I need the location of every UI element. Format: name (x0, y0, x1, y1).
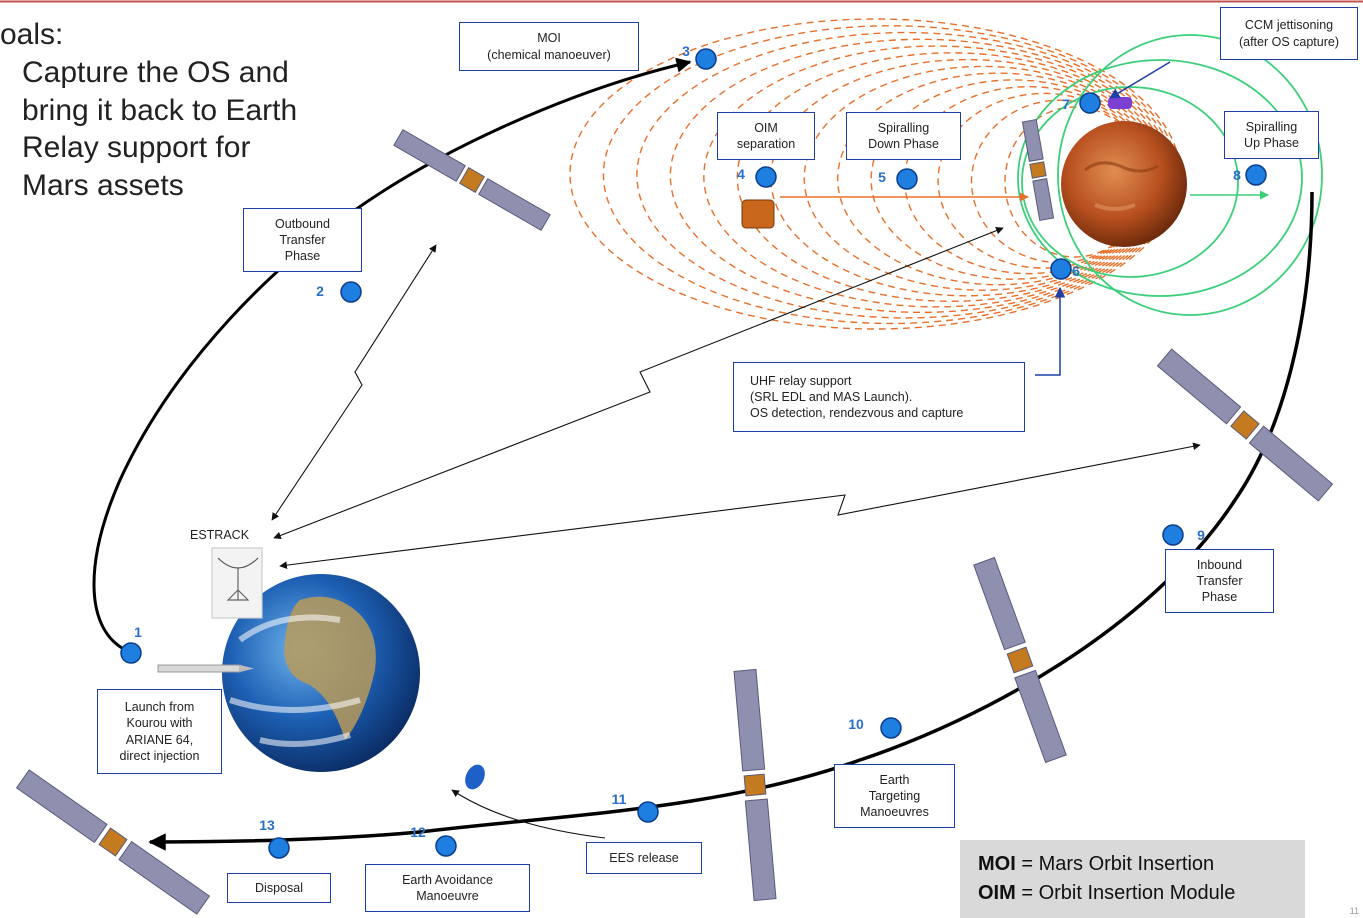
legend-box: MOI = Mars Orbit Insertion OIM = Orbit I… (960, 840, 1305, 918)
step-node-3 (695, 48, 717, 70)
step-node-4 (755, 166, 777, 188)
step-node-5 (896, 168, 918, 190)
step-node-12 (435, 835, 457, 857)
ees-release-box: EES release (586, 842, 702, 874)
goals-line: Mars assets (22, 169, 184, 203)
page-number: 11 (1349, 906, 1359, 916)
step-number-5: 5 (878, 169, 886, 185)
ccm-module-icon (1108, 97, 1132, 109)
step-number-11: 11 (612, 791, 627, 807)
step-node-1 (120, 642, 142, 664)
launch-box: Launch from Kourou with ARIANE 64, direc… (97, 689, 222, 774)
step-number-3: 3 (682, 43, 690, 59)
goals-line: bring it back to Earth (22, 93, 298, 127)
goals-block: oals: Capture the OS and bring it back t… (0, 16, 297, 205)
step-number-2: 2 (316, 283, 324, 299)
trajectory (92, 57, 1314, 851)
uhf-relay-box: UHF relay support (SRL EDL and MAS Launc… (733, 362, 1025, 432)
estrack-antenna-icon (211, 547, 263, 619)
ees-capsule-icon (465, 764, 485, 790)
step-number-7: 7 (1062, 96, 1070, 112)
spiral-up-orbits (1017, 34, 1323, 316)
outbound-transfer-box: Outbound Transfer Phase (243, 208, 362, 272)
step-number-8: 8 (1233, 167, 1241, 183)
launcher-icon (157, 664, 254, 673)
ccm-jettison-box: CCM jettisoning (after OS capture) (1220, 7, 1358, 60)
step-node-2 (340, 281, 362, 303)
goals-line: Capture the OS and (22, 55, 289, 89)
oim-module-icon (741, 199, 775, 229)
spacecraft-icons (15, 118, 1334, 915)
ees-release-arrow (451, 789, 606, 839)
oim-separation-box: OIM separation (717, 112, 815, 160)
goals-title: oals: (0, 18, 64, 51)
step-node-10 (880, 717, 902, 739)
step-number-4: 4 (737, 166, 745, 182)
moi-label-box: MOI (chemical manoeuver) (459, 22, 639, 71)
step-node-13 (268, 837, 290, 859)
step-number-10: 10 (848, 716, 864, 732)
step-number-13: 13 (259, 817, 275, 833)
spiralling-up-box: Spiralling Up Phase (1224, 111, 1319, 159)
step-node-11 (637, 801, 659, 823)
uhf-pointer-arrow (1035, 286, 1066, 376)
spiralling-down-box: Spiralling Down Phase (846, 112, 961, 160)
step-number-9: 9 (1197, 527, 1205, 543)
step-number-1: 1 (134, 624, 142, 640)
earth-planet (222, 574, 420, 772)
mars-planet (1061, 121, 1187, 247)
comm-links (271, 226, 1201, 569)
legend-entry: MOI = Mars Orbit Insertion (978, 853, 1215, 875)
ccm-pointer-arrow (1109, 61, 1171, 99)
estrack-label: ESTRACK (190, 528, 250, 542)
step-number-6: 6 (1072, 263, 1080, 279)
earth-avoidance-box: Earth Avoidance Manoeuvre (365, 864, 530, 912)
goals-line: Relay support for (22, 131, 251, 165)
disposal-box: Disposal (227, 873, 331, 903)
earth-targeting-box: Earth Targeting Manoeuvres (834, 764, 955, 828)
step-node-8 (1245, 164, 1267, 186)
legend-entry: OIM = Orbit Insertion Module (978, 882, 1236, 904)
step-number-12: 12 (410, 824, 426, 840)
inbound-transfer-box: Inbound Transfer Phase (1165, 549, 1274, 613)
step-node-7 (1079, 92, 1101, 114)
step-node-9 (1162, 524, 1184, 546)
step-node-6 (1050, 258, 1072, 280)
